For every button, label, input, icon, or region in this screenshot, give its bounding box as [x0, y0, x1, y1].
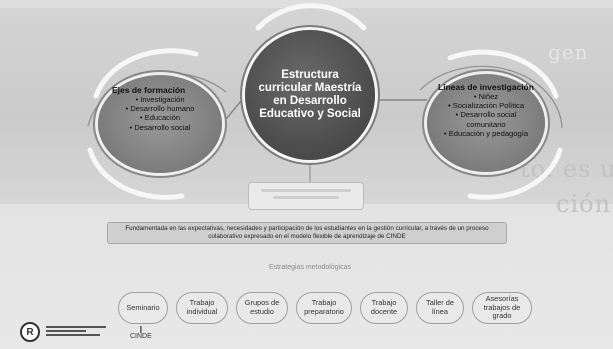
left-oval-content: Ejes de formación • Investigación • Desa…: [108, 85, 212, 132]
seal-icon: R: [20, 322, 40, 342]
right-item: • Niñez: [473, 92, 499, 101]
strategy-pill: Taller de línea: [416, 292, 464, 324]
faded-connector-box: [248, 182, 364, 210]
left-item: • Desarrollo social: [129, 122, 191, 132]
strategies-title: Estrategias metodológicas: [268, 264, 352, 271]
left-arc-outer-top: [93, 48, 199, 99]
strategy-label: Taller de línea: [426, 298, 454, 316]
logo-wordmark: [46, 326, 116, 338]
left-oval-title: Ejes de formación: [112, 85, 186, 95]
right-item: • Socialización Política: [447, 101, 525, 111]
strategy-pill: Trabajo individual: [176, 292, 228, 324]
center-circle: Estructura curricular Maestría en Desarr…: [245, 30, 375, 160]
strategy-label: Asesorías trabajos de grado: [483, 294, 521, 321]
ghost-text-3: ción: [556, 190, 612, 218]
strategy-pill: Trabajo docente: [360, 292, 408, 324]
faded-line: [261, 189, 351, 192]
right-oval-title: Líneas de investigación: [438, 82, 534, 92]
strategy-label: Grupos de estudio: [244, 298, 280, 316]
foundation-banner: Fundamentada en las expectativas, necesi…: [107, 222, 507, 244]
center-title: Estructura curricular Maestría en Desarr…: [258, 69, 362, 120]
left-oval: Ejes de formación • Investigación • Desa…: [98, 75, 222, 173]
strategy-pill: Trabajo preparatorio: [296, 292, 352, 324]
right-item: • Educación y pedagogía: [443, 128, 529, 138]
cinde-label: CINDE: [130, 333, 152, 340]
strategy-label: Trabajo preparatorio: [304, 298, 344, 316]
left-item: • Investigación: [135, 95, 185, 104]
ghost-text-2: to. es ut: [520, 155, 613, 183]
right-oval: Líneas de investigación • Niñez • Social…: [427, 74, 545, 172]
cinde-logo: ꞁ CINDE: [130, 323, 152, 341]
strategy-pill: Asesorías trabajos de grado: [472, 292, 532, 324]
right-oval-content: Líneas de investigación • Niñez • Social…: [435, 82, 537, 138]
ghost-text-1: gen: [548, 40, 589, 64]
right-item: comunitario: [466, 119, 506, 129]
strategy-label: Seminario: [126, 302, 160, 312]
right-arc-outer-top: [447, 49, 559, 99]
strategy-pill: Seminario: [118, 292, 168, 324]
strategy-pill: Grupos de estudio: [236, 292, 288, 324]
right-item: • Desarrollo social: [455, 110, 517, 120]
faded-line: [273, 196, 339, 199]
left-item: • Educación: [139, 113, 181, 123]
center-arc-top: [255, 3, 367, 31]
left-item: • Desarrollo humano: [125, 104, 195, 114]
connector-left: [221, 95, 246, 125]
right-arc-thin: [419, 65, 563, 129]
cinde-mark-icon: ꞁ: [139, 323, 143, 333]
right-arc-outer-bottom: [467, 147, 563, 200]
strategy-label: Trabajo individual: [186, 298, 218, 316]
left-arc-outer-bottom: [87, 147, 185, 200]
banner-text: Fundamentada en las expectativas, necesi…: [125, 225, 489, 240]
strategy-label: Trabajo docente: [370, 298, 398, 316]
